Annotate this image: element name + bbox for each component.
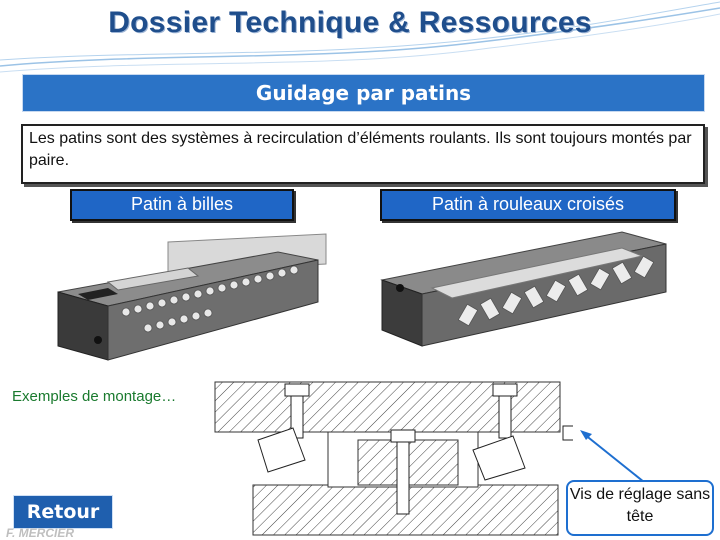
crossed-roller-carriage-image <box>380 231 667 347</box>
montage-diagram <box>214 381 573 536</box>
back-button[interactable]: Retour <box>13 495 113 529</box>
set-screw-callout: Vis de réglage sans tête <box>566 480 714 536</box>
callout-arrow <box>580 430 645 483</box>
header-swoosh-decoration <box>0 1 720 73</box>
roller-carriage-label: Patin à rouleaux croisés <box>380 189 676 221</box>
page-title: Dossier Technique & Ressources <box>108 6 592 39</box>
section-banner: Guidage par patins <box>22 74 705 112</box>
ball-carriage-label: Patin à billes <box>70 189 294 221</box>
montage-examples-label: Exemples de montage… <box>12 388 177 405</box>
ball-bearing-carriage-image <box>57 233 327 361</box>
author-credit: F. MERCIER <box>6 526 75 540</box>
description-box: Les patins sont des systèmes à recircula… <box>21 124 705 184</box>
